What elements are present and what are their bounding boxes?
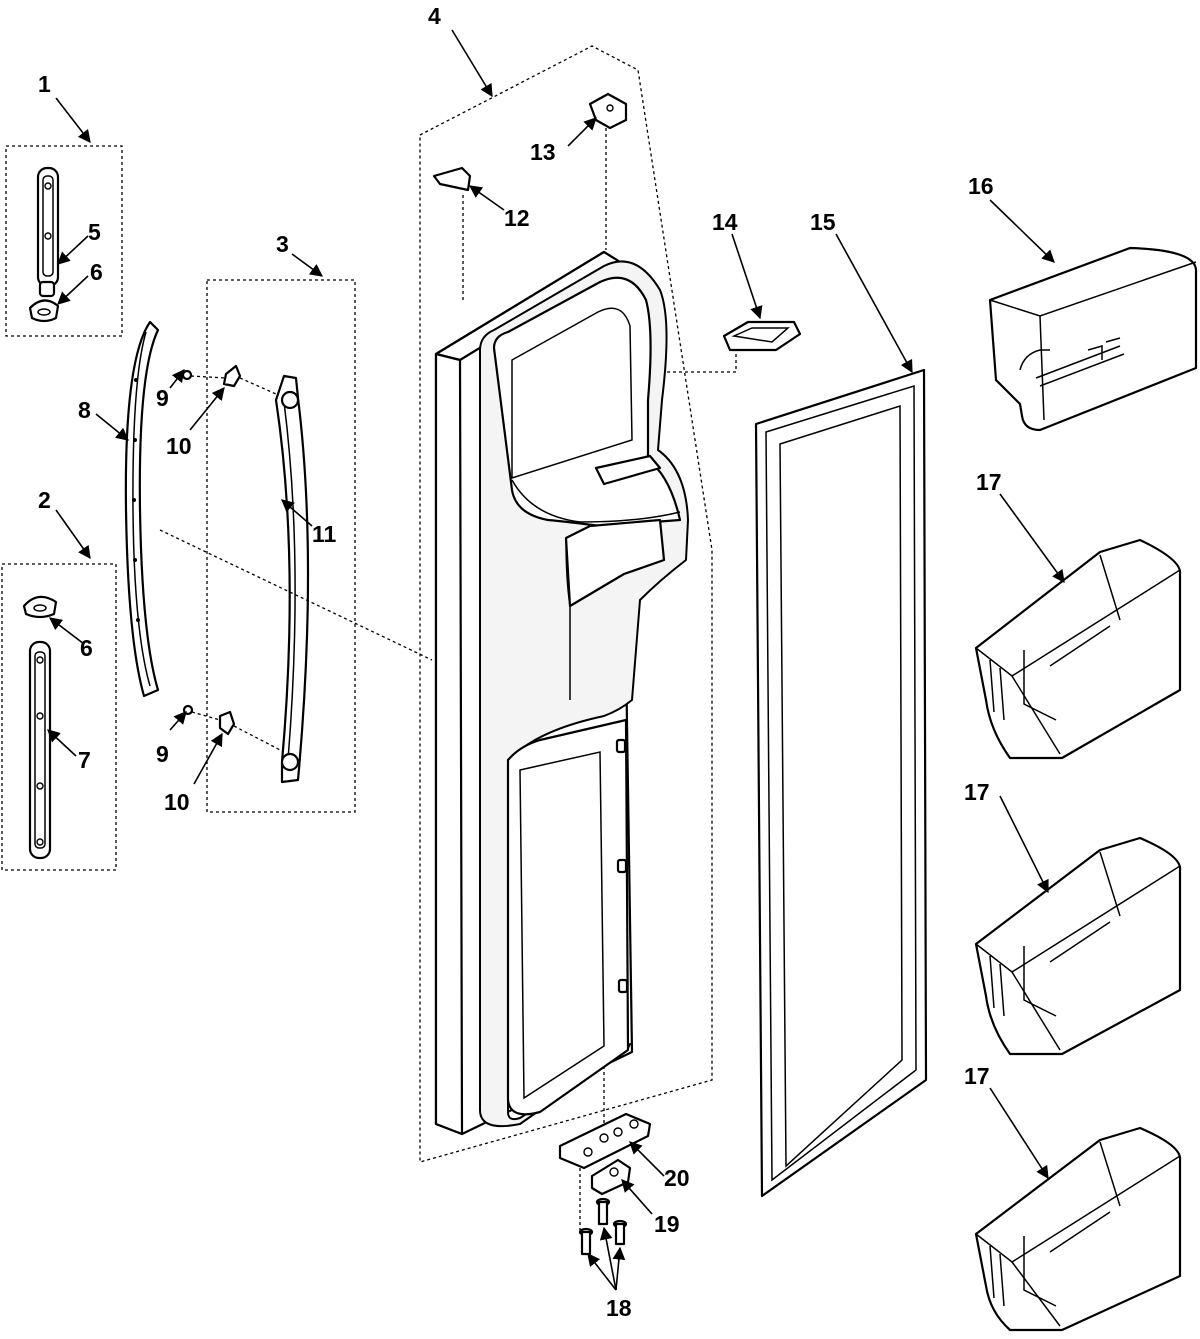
part-12-hinge-cover[interactable] — [432, 166, 472, 192]
callout-9-lower: 9 — [156, 741, 169, 767]
callout-10-upper: 10 — [166, 433, 192, 459]
callout-14: 14 — [712, 209, 738, 235]
leader-lines — [47, 29, 1065, 1291]
part-9-screw-upper[interactable] — [181, 369, 193, 381]
part-7-trim-bar[interactable] — [28, 640, 52, 860]
callout-6-lower: 6 — [80, 635, 93, 661]
callout-17-upper: 17 — [976, 469, 1002, 495]
part-8-handle-rail[interactable] — [124, 320, 160, 698]
group-box-2 — [1, 563, 117, 871]
callout-1: 1 — [38, 71, 51, 97]
group-box-4 — [419, 45, 713, 1163]
callout-2: 2 — [38, 487, 51, 513]
callout-7: 7 — [78, 747, 91, 773]
part-19-hinge-bracket[interactable] — [590, 1158, 632, 1196]
callout-16: 16 — [968, 173, 994, 199]
part-10-bracket-lower[interactable] — [218, 710, 236, 736]
callout-6-upper: 6 — [90, 259, 103, 285]
part-11-door-handle[interactable] — [274, 374, 310, 784]
callout-13: 13 — [530, 139, 556, 165]
part-10-bracket-upper[interactable] — [222, 364, 242, 388]
part-13-top-hinge[interactable] — [588, 92, 628, 130]
callout-15: 15 — [810, 209, 836, 235]
callout-4: 4 — [428, 3, 441, 29]
part-15-door-gasket[interactable] — [754, 368, 928, 1198]
part-18-screws[interactable] — [578, 1197, 628, 1256]
part-17-door-bin-2[interactable] — [974, 836, 1182, 1056]
callout-17-middle: 17 — [964, 779, 990, 805]
callout-labels: 1 2 3 4 5 6 6 7 8 9 9 10 10 11 12 13 14 … — [38, 3, 1002, 1321]
callout-20: 20 — [664, 1165, 690, 1191]
part-5-trim-bar[interactable] — [36, 166, 60, 298]
callout-8: 8 — [78, 397, 91, 423]
part-4-door-assembly[interactable] — [434, 250, 689, 1136]
part-16-door-guard[interactable] — [988, 246, 1198, 432]
callout-9-upper: 9 — [156, 385, 169, 411]
group-box-3 — [206, 279, 356, 813]
part-17-door-bin-3[interactable] — [974, 1126, 1182, 1332]
part-14-dispenser-cover[interactable] — [722, 320, 802, 352]
callout-3: 3 — [276, 231, 289, 257]
part-20-bottom-hinge-plate[interactable] — [558, 1112, 652, 1170]
part-6-end-cap-lower[interactable] — [22, 595, 58, 619]
callout-5: 5 — [88, 219, 101, 245]
part-17-door-bin-1[interactable] — [974, 538, 1182, 760]
callout-18: 18 — [606, 1295, 632, 1321]
callout-19: 19 — [654, 1211, 680, 1237]
callout-12: 12 — [504, 205, 530, 231]
part-6-end-cap-upper[interactable] — [28, 299, 60, 323]
callout-10-lower: 10 — [164, 789, 190, 815]
group-box-1 — [5, 145, 123, 337]
callout-17-lower: 17 — [964, 1063, 990, 1089]
callout-11: 11 — [312, 521, 337, 547]
